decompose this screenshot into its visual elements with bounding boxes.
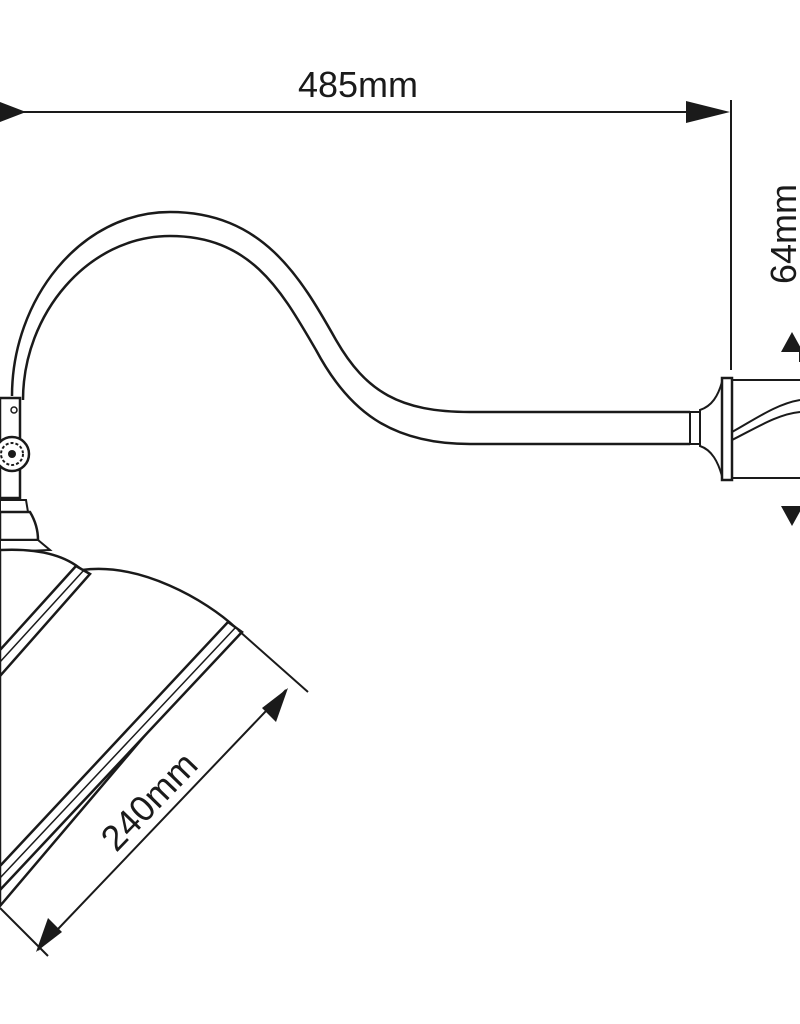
gooseneck-arm <box>10 210 690 446</box>
length-dimension: 485mm <box>0 64 732 370</box>
shade-arrow-upper <box>262 688 288 722</box>
cap-dome <box>0 510 40 542</box>
lamp-shade <box>0 548 244 908</box>
shade-cap <box>0 499 53 554</box>
shade-band-upper-groove <box>0 569 85 663</box>
shade-band-lower-groove <box>0 626 237 879</box>
length-arrow-left <box>0 102 26 122</box>
joint-screw <box>10 406 18 414</box>
backplate-arrow-top <box>781 332 800 352</box>
cable-curve-upper <box>731 399 800 433</box>
gooseneck-inner-edge <box>21 234 690 446</box>
shade-band-upper <box>0 564 92 678</box>
length-arrow-right <box>686 101 730 123</box>
backplate-label: 64mm <box>763 184 800 284</box>
swivel-joint <box>0 396 31 500</box>
gooseneck-outer-edge <box>10 210 690 414</box>
joint-knob-ring <box>0 442 24 466</box>
backplate <box>720 376 734 482</box>
joint-knob-center <box>8 450 16 458</box>
wall-mount <box>689 376 800 482</box>
shade-extension-lower <box>0 907 49 957</box>
backplate-arrow-bottom <box>781 506 800 526</box>
cable-curve-lower <box>731 411 800 441</box>
cap-neck <box>0 499 30 513</box>
shade-arrow-lower <box>36 918 62 952</box>
mount-collar <box>689 411 701 445</box>
shade-dimension-line <box>37 689 287 951</box>
length-label: 485mm <box>298 64 418 105</box>
backplate-dimension: 64mm <box>763 184 800 526</box>
shade-extension-upper <box>237 629 309 693</box>
shade-band-lower <box>0 620 244 892</box>
mount-flare <box>699 381 723 477</box>
